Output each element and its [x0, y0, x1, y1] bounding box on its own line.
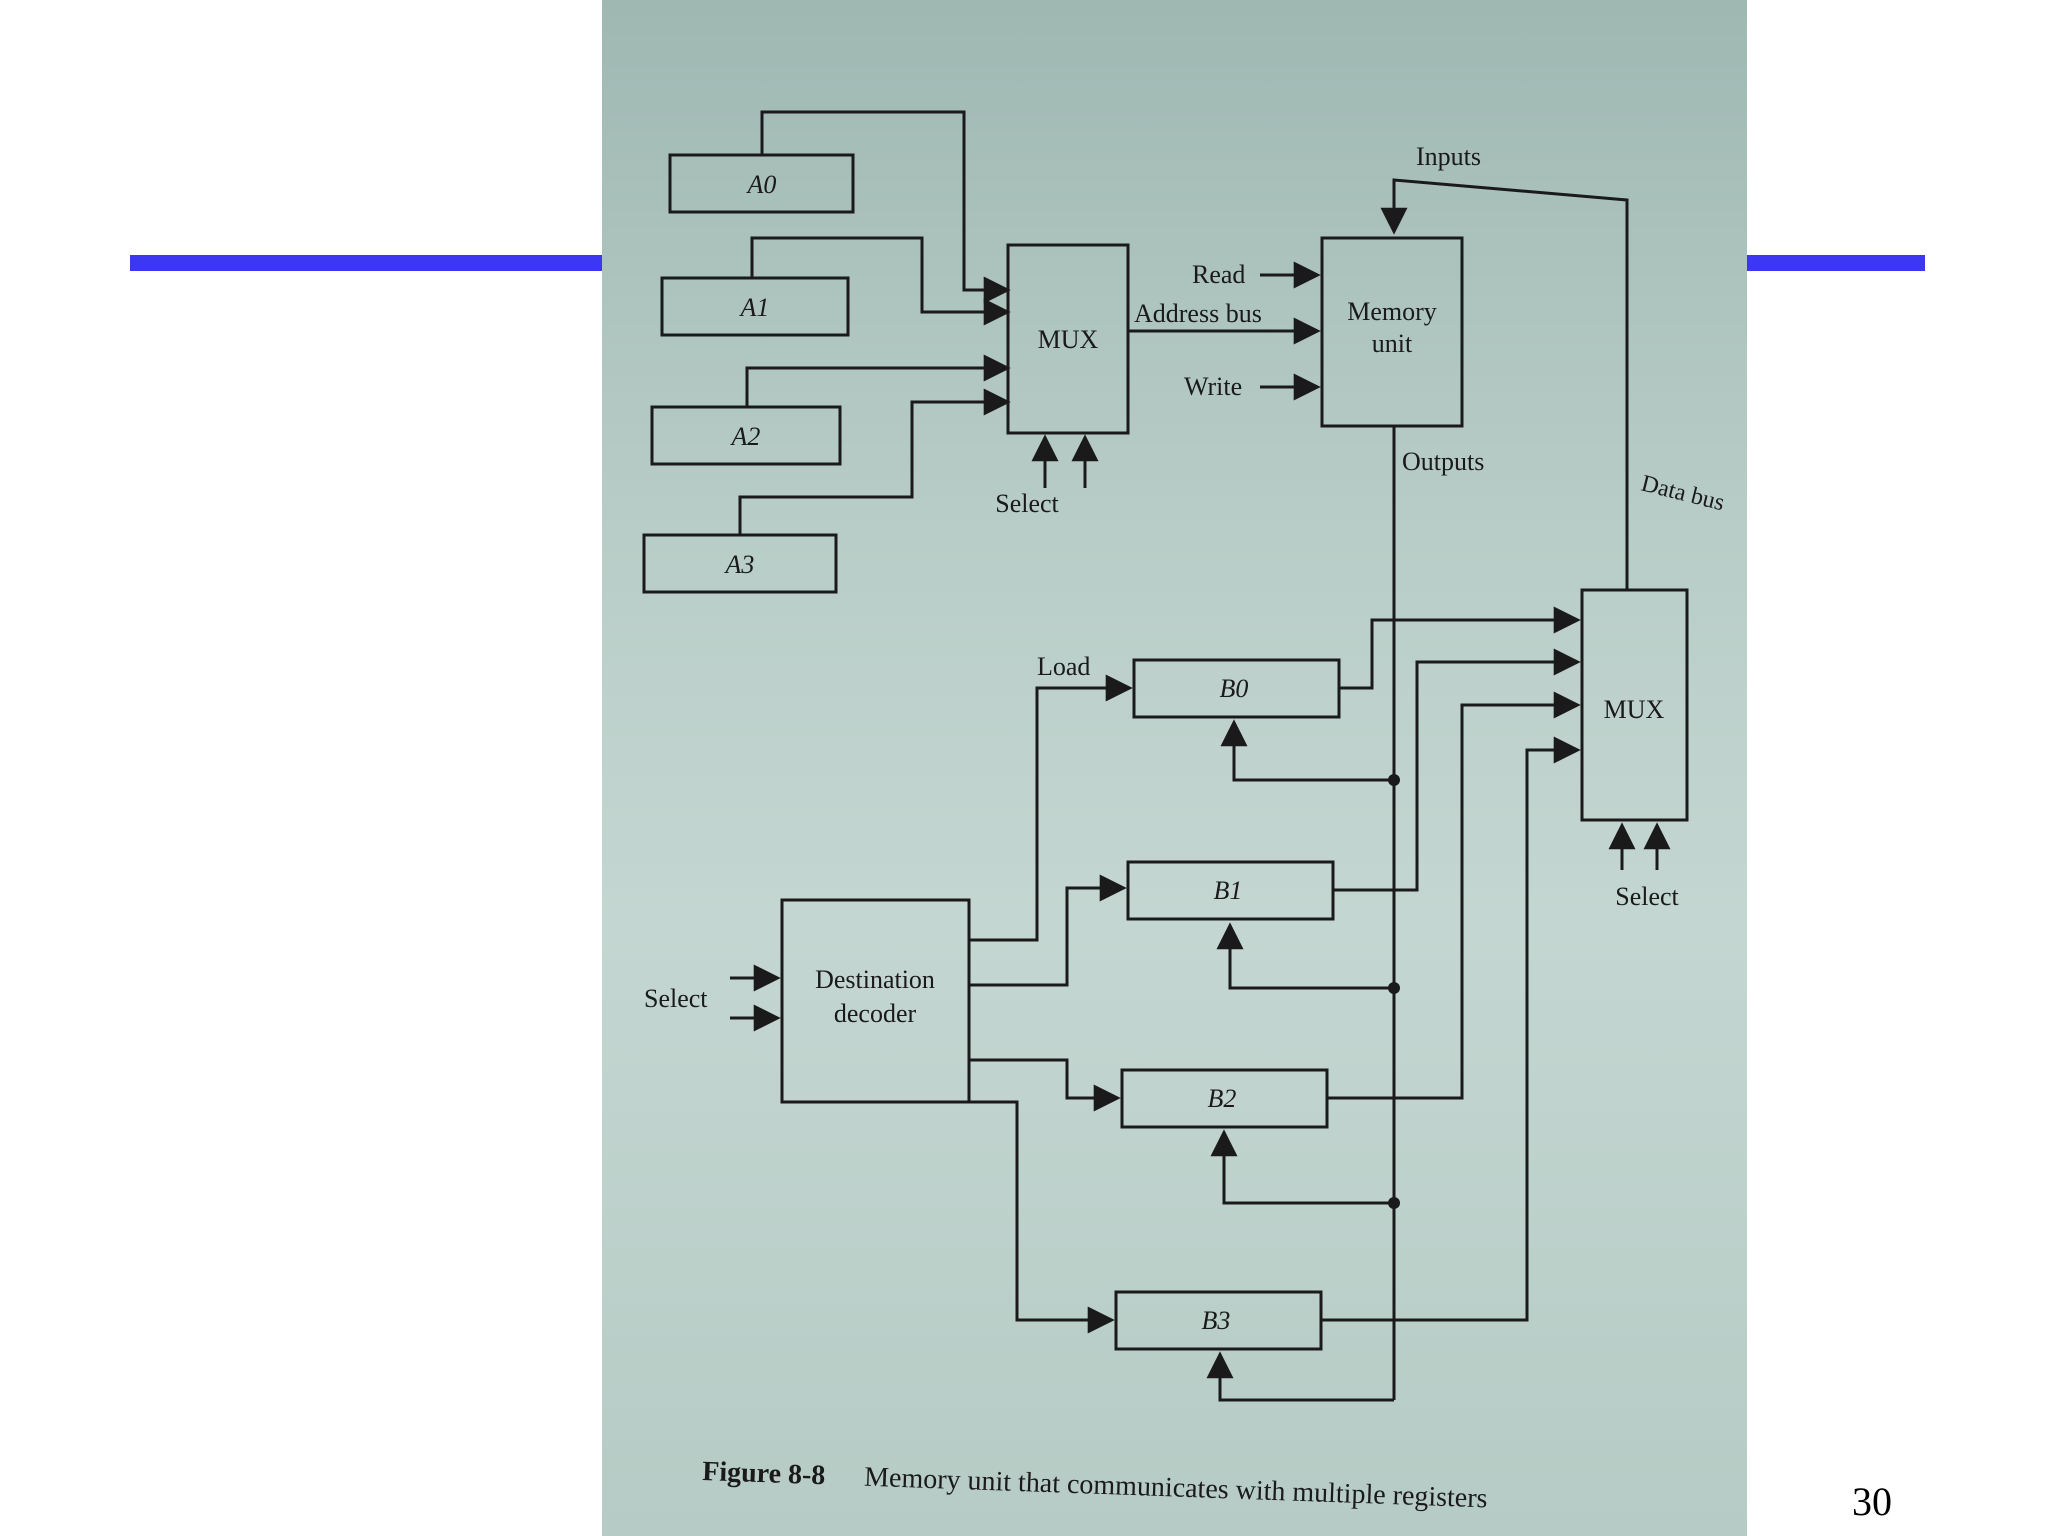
memory-label-1: Memory	[1347, 297, 1437, 326]
title-rule-left	[130, 255, 605, 271]
title-rule-right	[1745, 255, 1925, 271]
register-b0-label: B0	[1220, 674, 1249, 703]
register-b3-label: B3	[1202, 1306, 1231, 1335]
select-mux-right-label: Select	[1615, 882, 1679, 911]
select-mux-left-label: Select	[995, 489, 1059, 518]
memory-unit-box	[1320, 236, 1464, 428]
register-a0-label: A0	[746, 170, 777, 199]
outputs-label: Outputs	[1402, 447, 1484, 476]
page-number: 30	[1852, 1479, 1892, 1524]
junction-dot	[1388, 774, 1400, 786]
write-label: Write	[1184, 372, 1242, 401]
register-a1-label: A1	[739, 293, 770, 322]
read-label: Read	[1192, 260, 1245, 289]
register-b2-label: B2	[1208, 1084, 1237, 1113]
caption-figure-number: Figure 8-8	[702, 1456, 826, 1491]
mux-right-label: MUX	[1604, 695, 1665, 724]
mux-left-label: MUX	[1038, 325, 1099, 354]
decoder-label-1: Destination	[815, 965, 935, 994]
textbook-photo: A0 A1 A2 A3 MUX Memory unit Read Address…	[602, 0, 1747, 1536]
register-a1	[660, 276, 850, 337]
memory-unit-diagram: A0 A1 A2 A3 MUX Memory unit Read Address…	[642, 110, 1727, 1515]
memory-label-2: unit	[1372, 329, 1413, 358]
data-bus-label: Data bus	[1639, 471, 1727, 517]
junction-dot	[1388, 1197, 1400, 1209]
decoder-label-2: decoder	[834, 999, 917, 1028]
register-a2-label: A2	[730, 422, 761, 451]
mux-right-box	[1580, 588, 1689, 822]
caption-text: Memory unit that communicates with multi…	[864, 1462, 1488, 1515]
load-label: Load	[1037, 652, 1090, 681]
select-decoder-label: Select	[644, 984, 708, 1013]
address-bus-label: Address bus	[1134, 299, 1262, 328]
inputs-label: Inputs	[1416, 142, 1481, 171]
mux-left-box	[1006, 243, 1130, 435]
junction-dot	[1388, 982, 1400, 994]
register-b1-label: B1	[1214, 876, 1243, 905]
destination-decoder-box	[780, 898, 971, 1104]
register-a3-label: A3	[724, 550, 755, 579]
